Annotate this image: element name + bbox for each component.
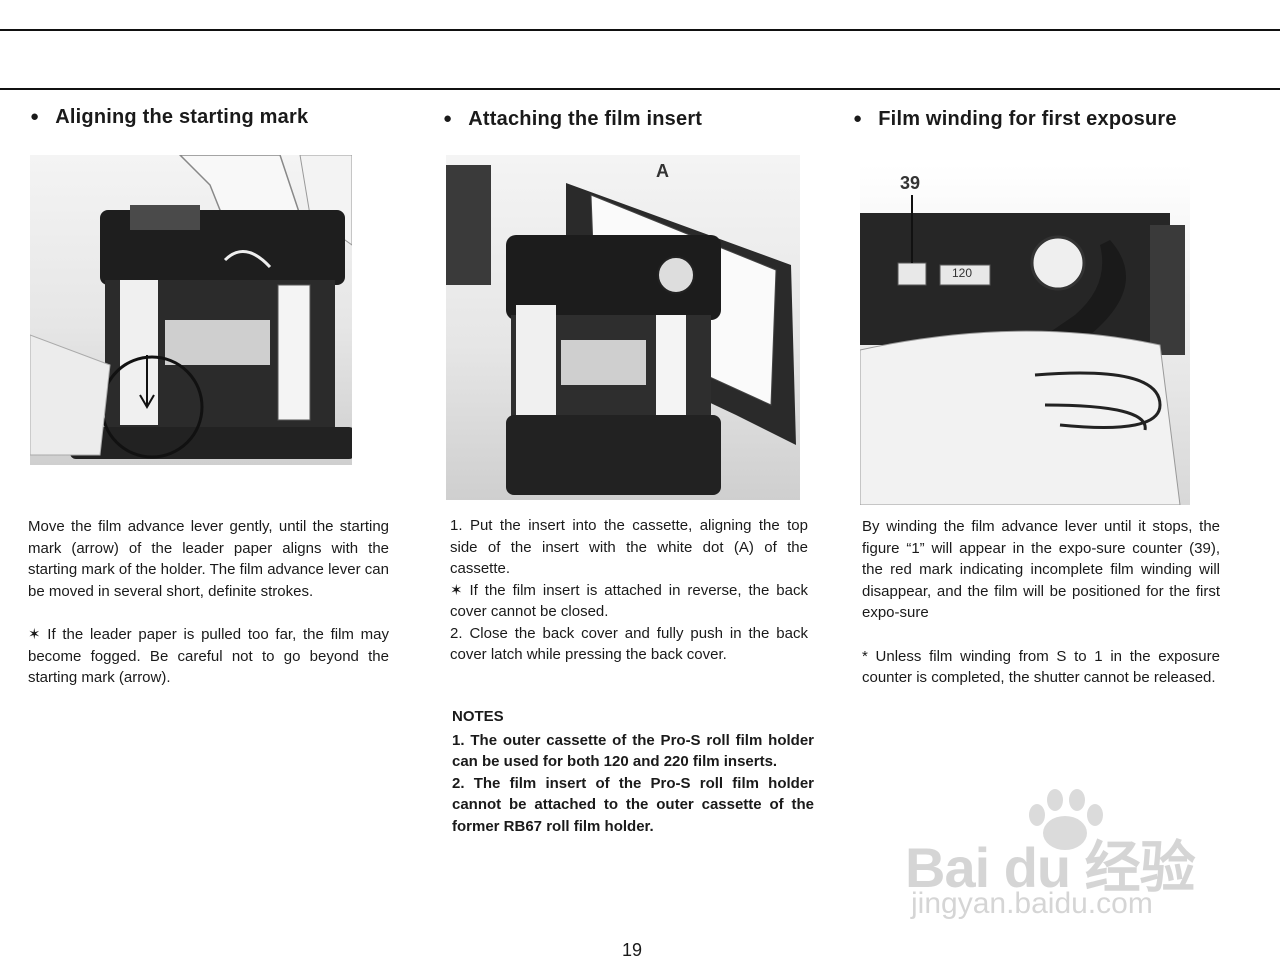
baidu-watermark: Bai du 经验 jingyan.baidu.com [905, 785, 1205, 925]
paragraph: 2. Close the back cover and fully push i… [450, 624, 808, 664]
section-body: 1. Put the insert into the cassette, ali… [450, 515, 808, 666]
page-number: 19 [622, 940, 643, 960]
section-heading: ●Attaching the film insert [443, 108, 703, 130]
top-rule [0, 29, 1280, 31]
section-heading: ●Aligning the starting mark [30, 106, 309, 128]
photo-film-winding: 39 120 [860, 165, 1190, 505]
watermark-url: jingyan.baidu.com [911, 887, 1153, 920]
section-body: Move the film advance lever gently, unti… [28, 516, 389, 689]
bullet-icon: ● [853, 110, 863, 127]
paw-icon [1029, 789, 1103, 850]
paragraph-note: ✶ If the leader paper is pulled too far,… [28, 626, 389, 686]
photo-label-39: 39 [900, 173, 921, 193]
paragraph-note: ✶ If the film insert is attached in reve… [450, 581, 808, 621]
photo-attaching-insert: A [446, 155, 800, 500]
bullet-icon: ● [30, 108, 40, 125]
paragraph: Move the film advance lever gently, unti… [28, 518, 389, 600]
watermark-brand: Bai du 经验 [905, 836, 1196, 899]
header-rule [0, 88, 1280, 90]
section-body: By winding the film advance lever until … [862, 516, 1220, 689]
paragraph: 1. Put the insert into the cassette, ali… [450, 517, 808, 577]
photo-aligning-starting-mark [30, 155, 352, 465]
section-heading: ●Film winding for first exposure [853, 108, 1177, 130]
note-item: 1. The outer cassette of the Pro-S roll … [452, 731, 814, 771]
notes-block: NOTES 1. The outer cassette of the Pro-S… [452, 706, 814, 837]
photo-label-a: A [656, 161, 669, 181]
paragraph: By winding the film advance lever until … [862, 518, 1220, 621]
photo-counter-120: 120 [952, 266, 973, 280]
note-item: 2. The film insert of the Pro-S roll fil… [452, 774, 814, 835]
notes-title: NOTES [452, 708, 504, 725]
paragraph-note: * Unless film winding from S to 1 in the… [862, 647, 1220, 687]
bullet-icon: ● [443, 110, 453, 127]
